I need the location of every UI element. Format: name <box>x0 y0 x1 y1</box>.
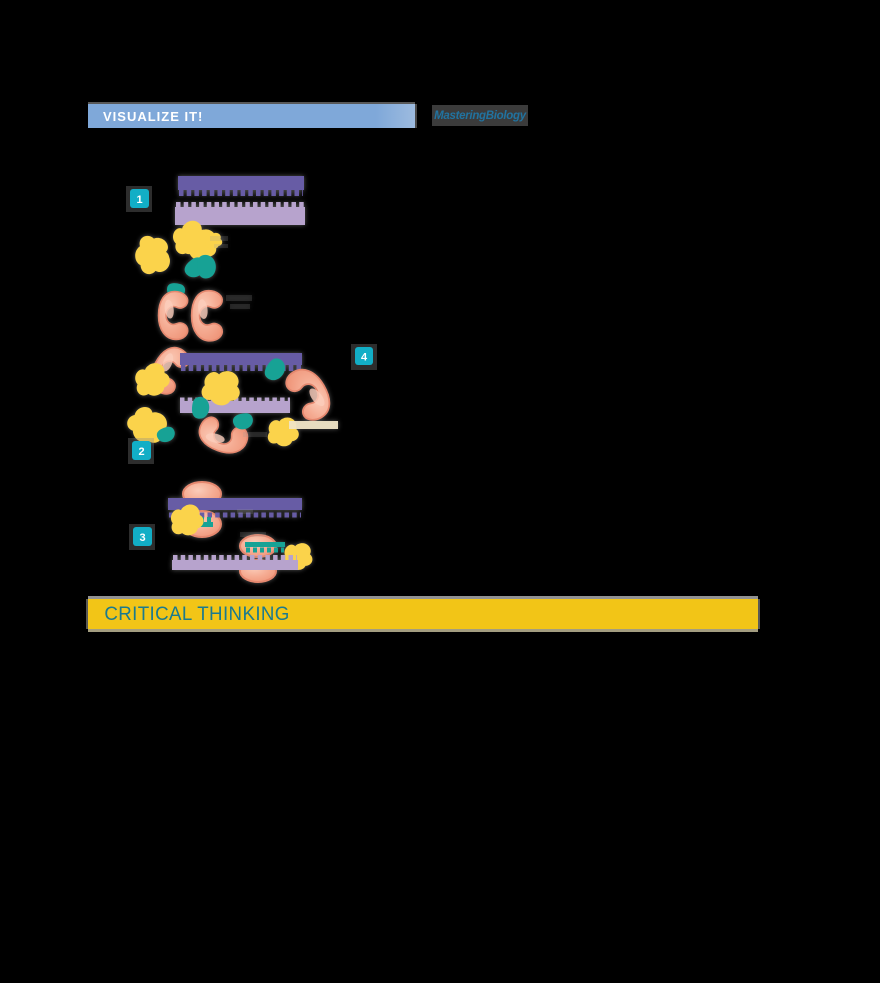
nucleotide-yellow-icon <box>133 234 172 276</box>
step-3-badge: 3 <box>129 524 155 550</box>
dna-polymerase-icon <box>281 361 338 426</box>
dna-polymerase-icon <box>157 290 189 341</box>
highlight-bar <box>289 421 338 429</box>
parental-strand-bar-bottom <box>175 207 305 225</box>
mastering-logo-tab[interactable]: MasteringBiology <box>432 105 528 126</box>
step-3-number: 3 <box>139 532 145 544</box>
parental-strand-bar-top <box>178 176 304 190</box>
critical-thinking-banner: CRITICAL THINKING <box>88 599 758 629</box>
critical-thinking-label: CRITICAL THINKING <box>104 602 290 625</box>
visualize-it-banner: VISUALIZE IT! <box>88 104 415 128</box>
step-4-badge: 4 <box>351 344 377 370</box>
mastering-logo-label: MasteringBiology <box>434 109 526 122</box>
step-1-number: 1 <box>136 194 142 206</box>
faded-label-artifact <box>243 432 267 437</box>
step-2-number: 2 <box>138 446 144 458</box>
dna-polymerase-icon <box>190 289 224 342</box>
faded-label-artifact <box>210 236 228 241</box>
faded-label-artifact <box>214 244 228 248</box>
visualize-it-label: VISUALIZE IT! <box>103 108 204 124</box>
step-2-badge: 2 <box>128 438 154 464</box>
faded-label-artifact <box>240 532 266 537</box>
step-2-group <box>121 340 338 460</box>
parental-strand-bar <box>168 498 302 510</box>
daughter-strand-bar <box>172 560 298 570</box>
faded-label-artifact <box>237 509 253 514</box>
faded-label-artifact <box>230 304 250 309</box>
new-strand-base <box>245 542 285 547</box>
step-3-bottom-group <box>172 532 314 583</box>
faded-label-artifact <box>226 295 252 301</box>
step-1-badge: 1 <box>126 186 152 212</box>
step-3-top-group <box>168 481 302 539</box>
step-4-number: 4 <box>361 352 368 364</box>
step-1-group <box>133 176 305 342</box>
